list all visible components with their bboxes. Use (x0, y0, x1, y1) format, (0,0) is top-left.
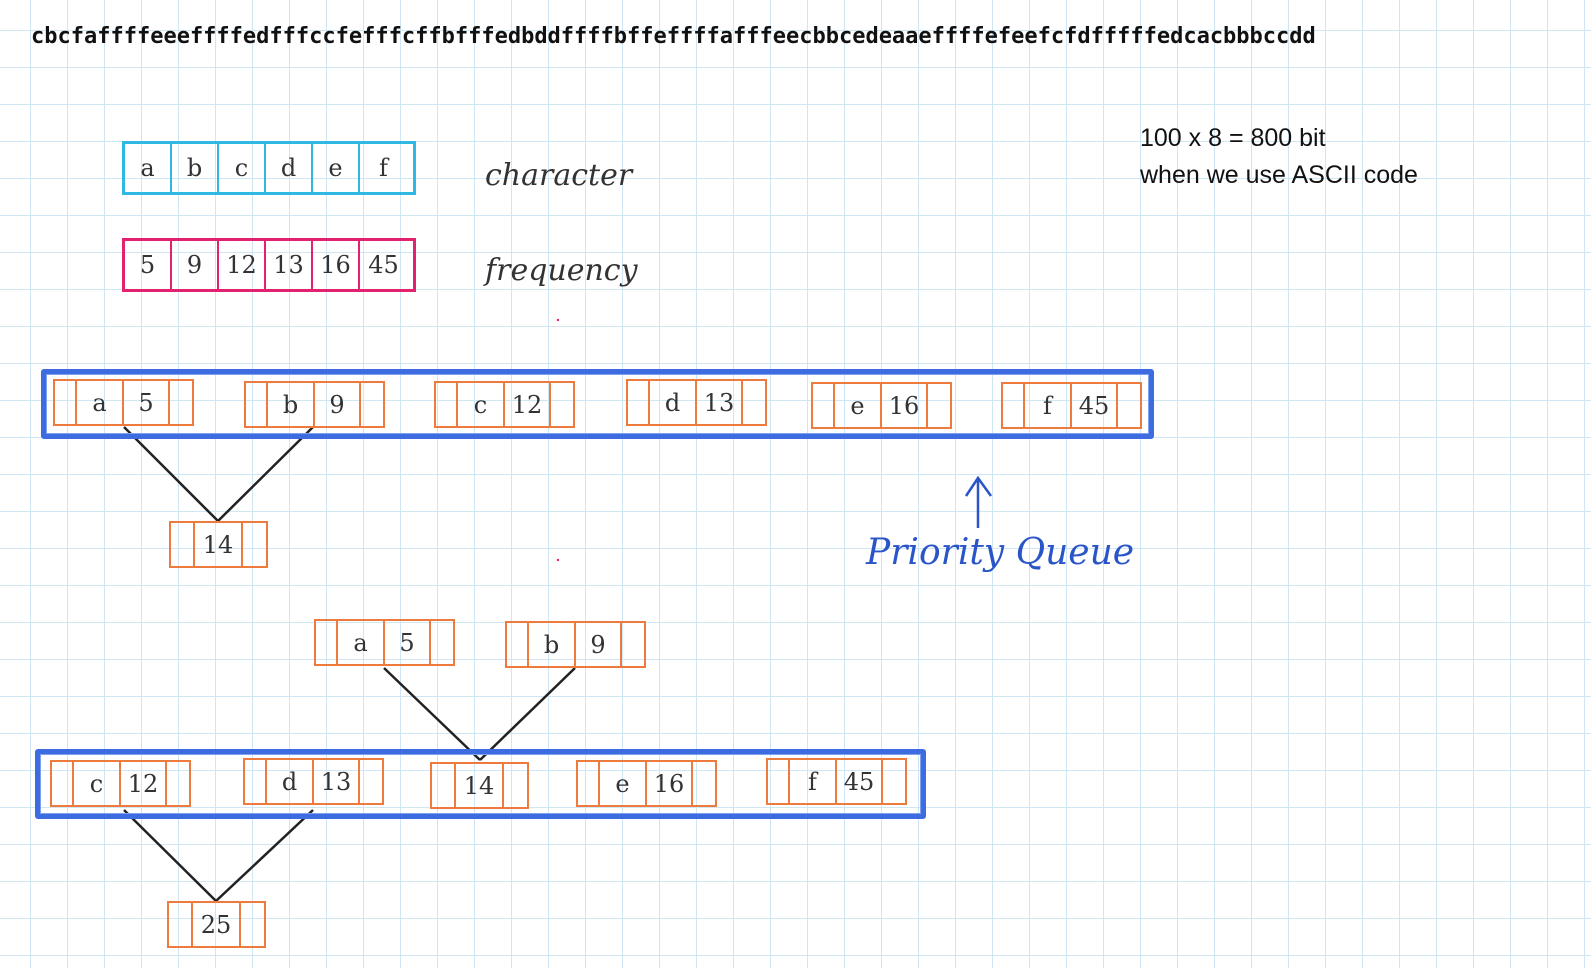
node-char: a (338, 621, 385, 664)
edge-b-14-lifted (479, 667, 576, 761)
node-freq: 5 (385, 621, 431, 664)
node-freq: 45 (1072, 384, 1118, 427)
queue2-node-14: 14 (430, 762, 529, 809)
merge-node-14: 14 (169, 521, 268, 568)
frequency-table: 5 9 12 13 16 45 (122, 238, 416, 292)
frequency-cell: 45 (368, 251, 399, 279)
edge-a-14-lifted (383, 667, 481, 761)
queue1-node-e: e 16 (811, 382, 952, 429)
node-freq: 5 (124, 381, 170, 424)
character-cell: d (266, 144, 313, 192)
edge-a-14 (123, 426, 219, 522)
frequency-cell: 16 (313, 241, 360, 289)
priority-queue-label: Priority Queue (866, 532, 1135, 573)
arrow-up-icon (964, 475, 993, 528)
priority-queue-2 (35, 749, 926, 819)
node-freq: 9 (576, 623, 622, 666)
character-cell: c (219, 144, 266, 192)
node-freq: 14 (456, 764, 504, 807)
queue1-node-b: b 9 (244, 381, 385, 428)
node-char: b (529, 623, 576, 666)
character-cell: b (172, 144, 219, 192)
node-freq: 12 (505, 383, 551, 426)
node-freq: 13 (697, 381, 743, 424)
ascii-note-line2: when we use ASCII code (1140, 161, 1418, 189)
node-char: e (600, 762, 647, 805)
queue2-node-d: d 13 (243, 758, 384, 805)
queue2-node-c: c 12 (50, 760, 191, 807)
edge-b-14 (217, 426, 314, 522)
node-freq: 16 (882, 384, 928, 427)
node-freq: 45 (837, 760, 883, 803)
frequency-cell: 5 (125, 241, 172, 289)
node-char: f (790, 760, 837, 803)
character-label: character (485, 158, 633, 193)
lifted-node-a: a 5 (314, 619, 455, 666)
ascii-note-line1: 100 x 8 = 800 bit (1140, 124, 1326, 152)
queue2-node-e: e 16 (576, 760, 717, 807)
priority-queue-1 (41, 369, 1154, 439)
frequency-cell: 12 (219, 241, 266, 289)
queue1-node-c: c 12 (434, 381, 575, 428)
character-cell: e (313, 144, 360, 192)
node-char: b (268, 383, 315, 426)
queue1-node-a: a 5 (53, 379, 194, 426)
node-char: d (267, 760, 314, 803)
node-freq: 16 (647, 762, 693, 805)
node-char: a (77, 381, 124, 424)
ascii-note: 100 x 8 = 800 bit when we use ASCII code (1140, 120, 1418, 194)
queue1-node-f: f 45 (1001, 382, 1142, 429)
character-table: a b c d e f (122, 141, 416, 195)
node-char: c (458, 383, 505, 426)
lifted-node-b: b 9 (505, 621, 646, 668)
node-char: e (835, 384, 882, 427)
edge-d-25 (215, 809, 314, 902)
edge-c-25 (123, 809, 217, 902)
node-char: c (74, 762, 121, 805)
character-cell: a (125, 144, 172, 192)
node-freq: 12 (121, 762, 167, 805)
queue2-node-f: f 45 (766, 758, 907, 805)
node-char: f (1025, 384, 1072, 427)
queue1-node-d: d 13 (626, 379, 767, 426)
node-freq: 9 (315, 383, 361, 426)
node-char: d (650, 381, 697, 424)
node-freq: 14 (195, 523, 243, 566)
node-freq: 25 (193, 903, 241, 946)
frequency-cell: 13 (266, 241, 313, 289)
character-cell: f (379, 154, 388, 182)
frequency-label: frequency (485, 253, 638, 288)
merge-node-25: 25 (167, 901, 266, 948)
node-freq: 13 (314, 760, 360, 803)
input-sequence: cbcfaffffeeeffffedfffccfefffcffbfffedbdd… (31, 24, 1316, 49)
frequency-cell: 9 (172, 241, 219, 289)
